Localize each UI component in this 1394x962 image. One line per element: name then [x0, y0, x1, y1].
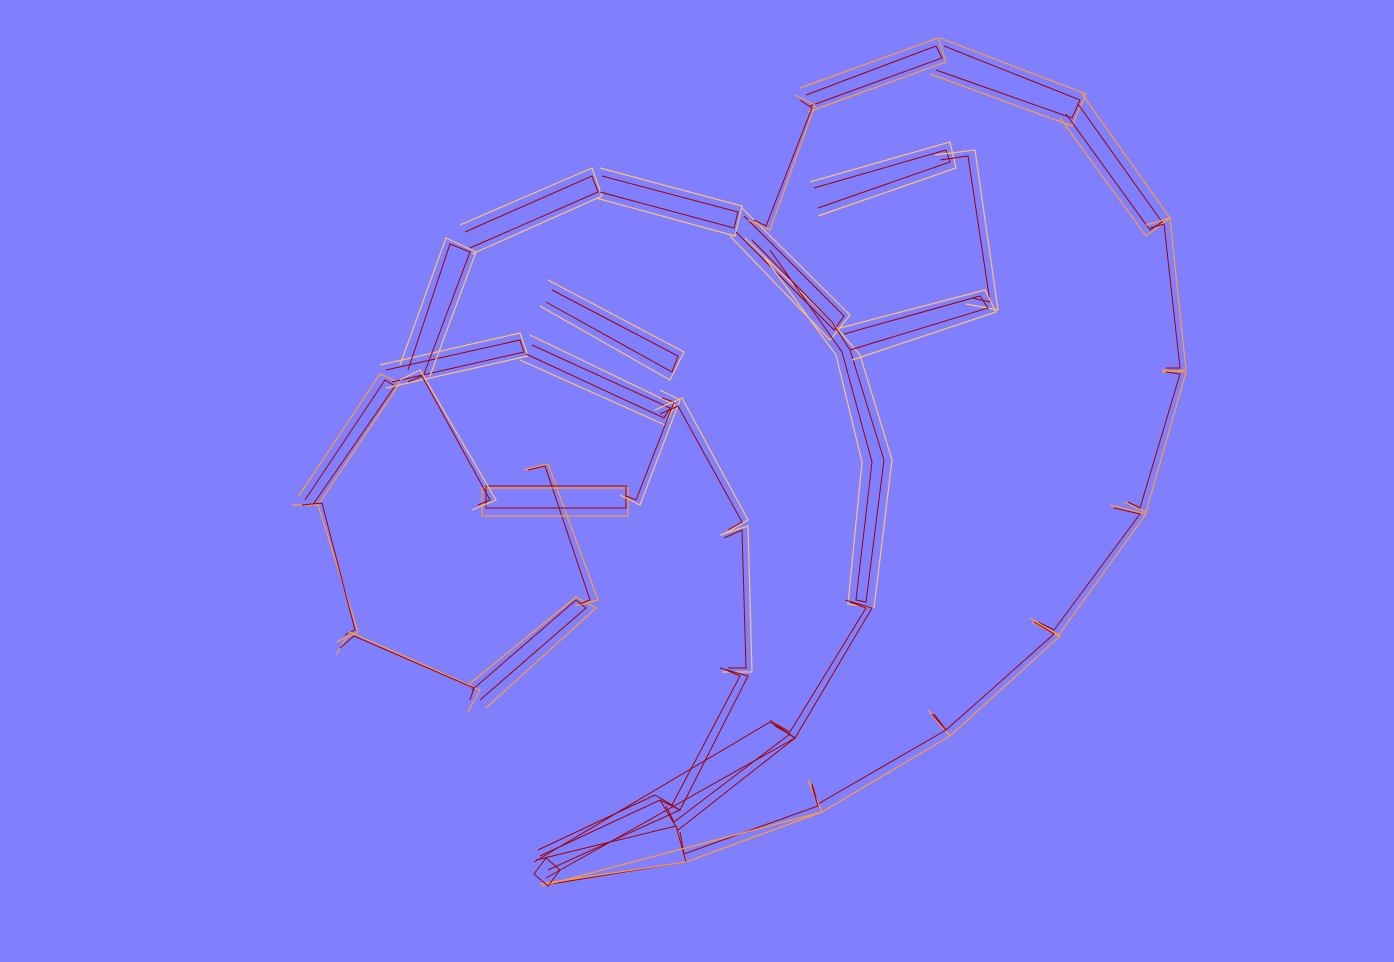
tail-convergence	[533, 721, 823, 887]
left-middle-ring	[379, 279, 685, 511]
left-inner-ring	[292, 373, 629, 713]
right-outer-arc	[675, 37, 1187, 863]
middle-arc	[659, 237, 893, 831]
left-outer-ring	[399, 167, 851, 811]
